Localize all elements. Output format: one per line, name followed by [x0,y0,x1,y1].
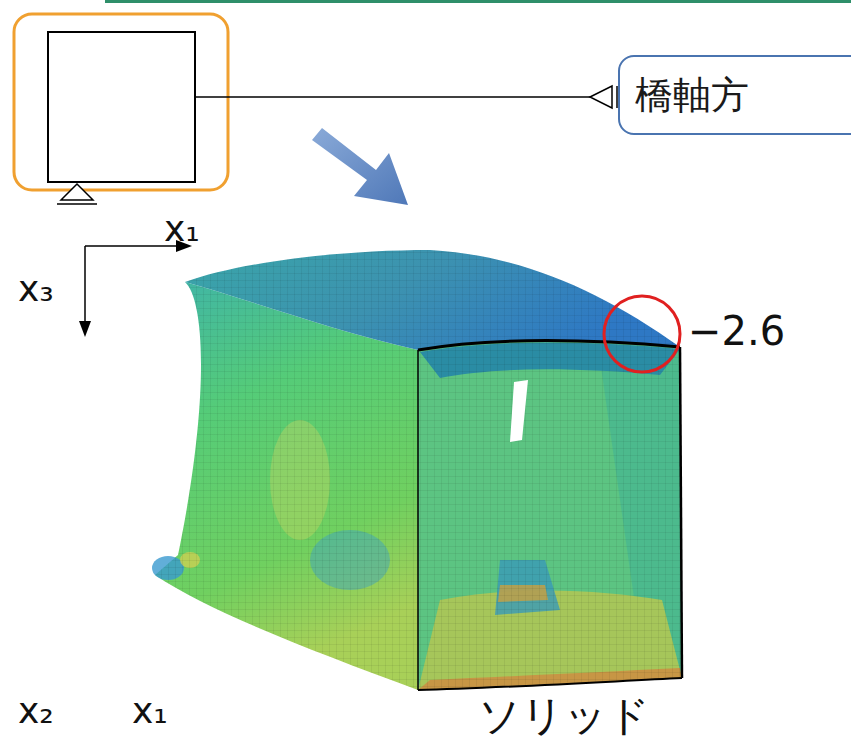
label-text: x₁ [164,208,200,249]
axis-label: x₁ [132,690,168,731]
caption-label: ソリッド [478,692,650,740]
axis-label: x₁ [164,208,200,249]
node-text: 橋軸方 [635,70,749,121]
pin-support [61,184,93,200]
axis-label: x₃ [18,268,54,309]
deformed-box [152,250,682,690]
highlight-frame [14,14,228,190]
note-box: 橋軸方 [618,55,851,135]
label-text: −2.6 [688,308,785,354]
axis-label: x₂ [18,690,54,731]
block-arrow [312,128,408,205]
axis-arrowhead [79,321,91,337]
header-rule [105,0,851,3]
label-text: ソリッド [478,691,650,740]
roller-support [590,86,612,108]
value-label: −2.6 [688,308,785,354]
axis-x3 [84,246,86,322]
label-text: x₂ [18,690,54,731]
highlight-circle [604,296,680,372]
label-text: x₃ [18,268,54,309]
box-section [48,32,195,182]
support-base [57,203,97,205]
beam-line [195,96,590,98]
label-text: x₁ [132,690,168,731]
